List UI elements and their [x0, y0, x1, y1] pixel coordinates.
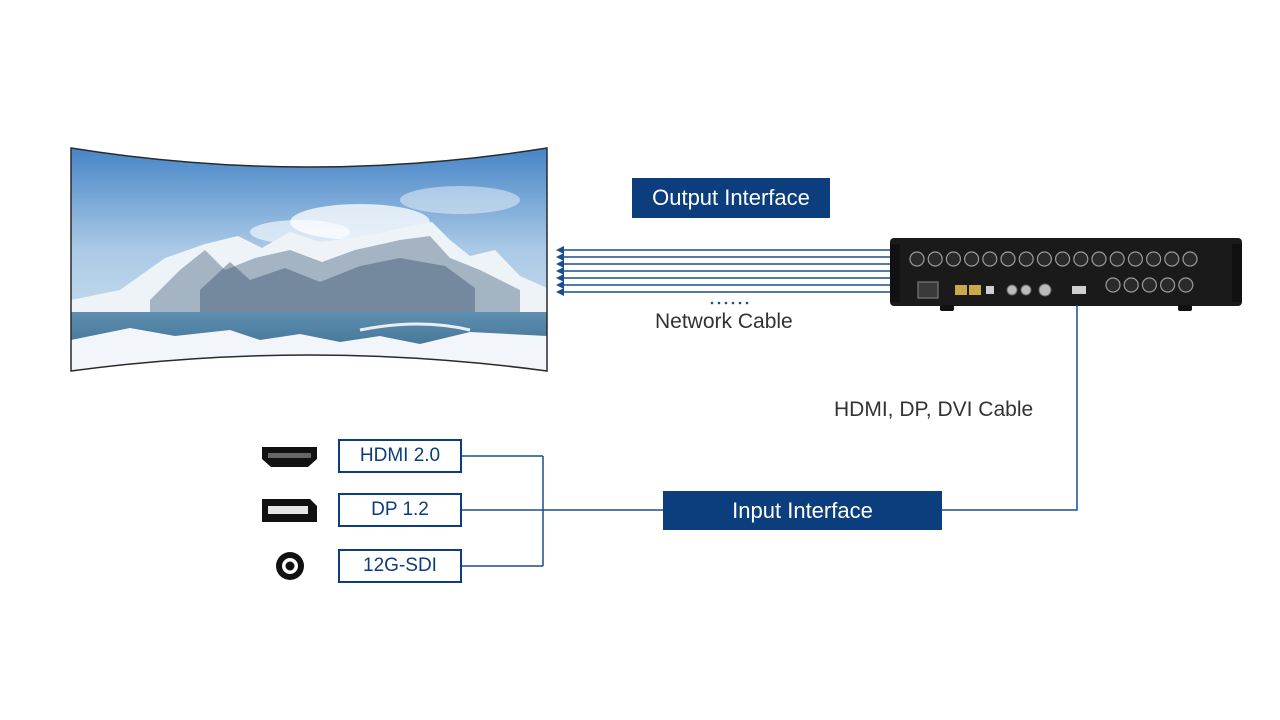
rj45-port: [982, 251, 998, 267]
rj45-port: [1105, 277, 1121, 293]
ethernet-output-ports: [909, 251, 1198, 293]
rj45-port: [1073, 251, 1089, 267]
dp-1-2-port-label: DP 1.2: [338, 493, 462, 527]
12g-sdi-port-label: 12G-SDI: [338, 549, 462, 583]
curved-led-screen: [70, 147, 548, 372]
power-socket-icon: [917, 281, 939, 299]
rj45-port: [1145, 251, 1162, 267]
hdmi-2-0-port-label: HDMI 2.0: [338, 439, 462, 473]
output-interface-label: Output Interface: [632, 178, 830, 218]
rj45-port: [1123, 277, 1139, 293]
rj45-port: [1018, 251, 1034, 267]
rj45-port: [1164, 251, 1180, 267]
rj45-port: [1141, 277, 1158, 293]
rj45-port: [1127, 251, 1144, 267]
more-cables-dots: [710, 301, 749, 305]
displayport-connector-icon: [262, 499, 317, 522]
rj45-port: [963, 251, 980, 267]
input-interface-label: Input Interface: [663, 491, 942, 530]
rj45-port: [1182, 251, 1198, 267]
hdmi-dp-dvi-cable-label: HDMI, DP, DVI Cable: [834, 398, 1034, 421]
landscape-image: [71, 148, 547, 371]
rj45-port: [909, 251, 925, 267]
rj45-port: [1091, 251, 1107, 267]
rj45-port: [1109, 251, 1125, 267]
bnc-ports: [1006, 283, 1052, 297]
rj45-port: [1036, 251, 1053, 267]
rj45-port: [1054, 251, 1071, 267]
rj45-port: [1178, 277, 1194, 293]
rj45-port: [1000, 251, 1016, 267]
hdmi-dp-dvi-cable-line: [942, 305, 1078, 511]
hdmi-connector-icon: [262, 447, 317, 467]
bnc-connector-icon: [276, 552, 304, 580]
ethernet-control-ports: [955, 285, 994, 295]
led-controller-device: [890, 238, 1242, 311]
hdmi-port: [1072, 286, 1086, 294]
network-cable-lines: [556, 246, 892, 296]
rj45-port: [945, 251, 962, 267]
rj45-port: [1159, 277, 1176, 293]
network-cable-label: Network Cable: [655, 310, 793, 333]
rj45-port: [927, 251, 943, 267]
input-bracket-lines: [462, 455, 663, 567]
